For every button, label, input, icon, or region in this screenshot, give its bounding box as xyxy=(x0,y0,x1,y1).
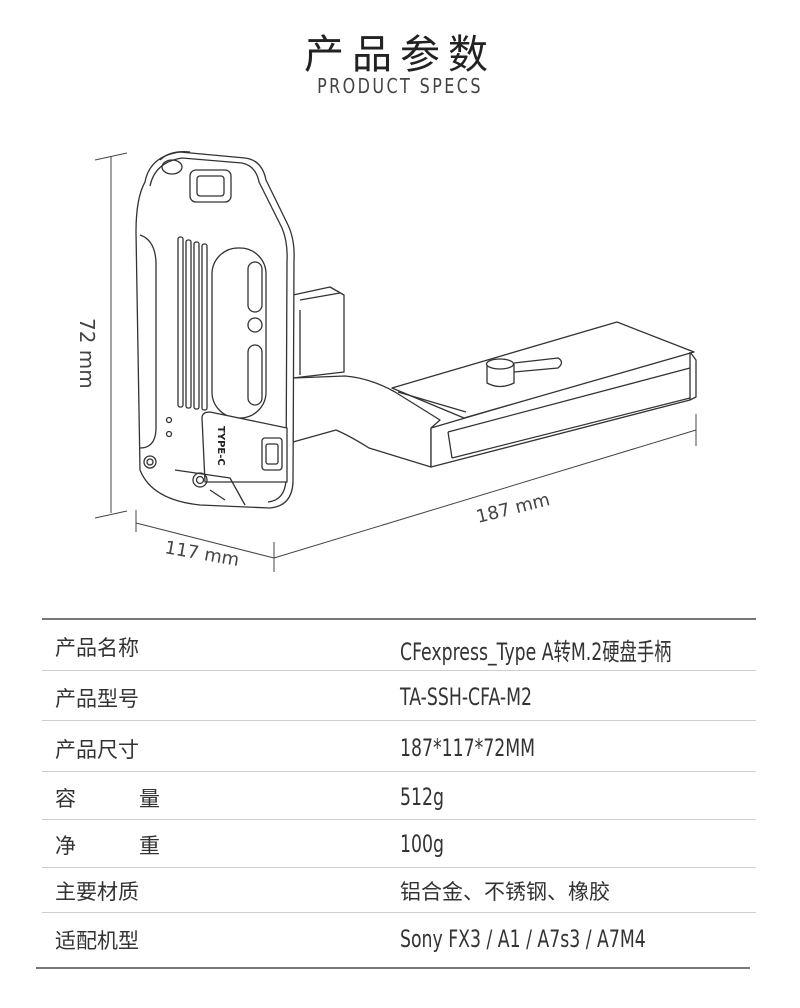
table-top-border xyxy=(42,618,756,620)
spec-label: 产品名称 xyxy=(55,636,139,660)
height-dimension-label: 72 mm xyxy=(75,318,99,389)
plate xyxy=(391,321,697,468)
grip: TYPE-C xyxy=(135,151,295,509)
depth-dimension-label: 117 mm xyxy=(163,537,241,571)
spec-label: 产品型号 xyxy=(55,687,139,711)
spec-label: 主要材质 xyxy=(55,880,139,904)
spec-label: 净 重 xyxy=(55,834,160,858)
spec-value: Sony FX3 / A1 / A7s3 / A7M4 xyxy=(400,925,646,953)
spec-value: CFexpress_Type A转M.2硬盘手柄 xyxy=(400,638,672,666)
spec-label: 适配机型 xyxy=(55,929,139,953)
spec-value: 铝合金、不锈钢、橡胶 xyxy=(400,880,610,904)
port-label: TYPE-C xyxy=(215,426,226,466)
row-divider xyxy=(42,771,756,772)
row-divider xyxy=(42,720,756,721)
spec-label: 产品尺寸 xyxy=(55,738,139,762)
row-divider xyxy=(42,867,756,868)
dimension-lines xyxy=(94,152,697,572)
product-drawing: TYPE-C 72 mm 117 mm 187 mm xyxy=(75,151,697,572)
page-title: 产品参数 xyxy=(304,32,496,78)
row-divider xyxy=(42,670,756,671)
rail xyxy=(292,286,345,379)
spec-value: 187*117*72MM xyxy=(400,734,536,762)
row-divider xyxy=(42,819,756,820)
grip-ribs xyxy=(177,236,208,411)
spec-value: 100g xyxy=(400,830,444,858)
width-dimension-label: 187 mm xyxy=(474,489,552,528)
table-bottom-border xyxy=(36,967,750,969)
page-subtitle: PRODUCT SPECS xyxy=(317,74,483,98)
row-divider xyxy=(42,912,756,913)
spec-value: TA-SSH-CFA-M2 xyxy=(400,683,533,711)
spec-label: 容 量 xyxy=(55,787,160,811)
spec-value: 512g xyxy=(400,783,444,811)
